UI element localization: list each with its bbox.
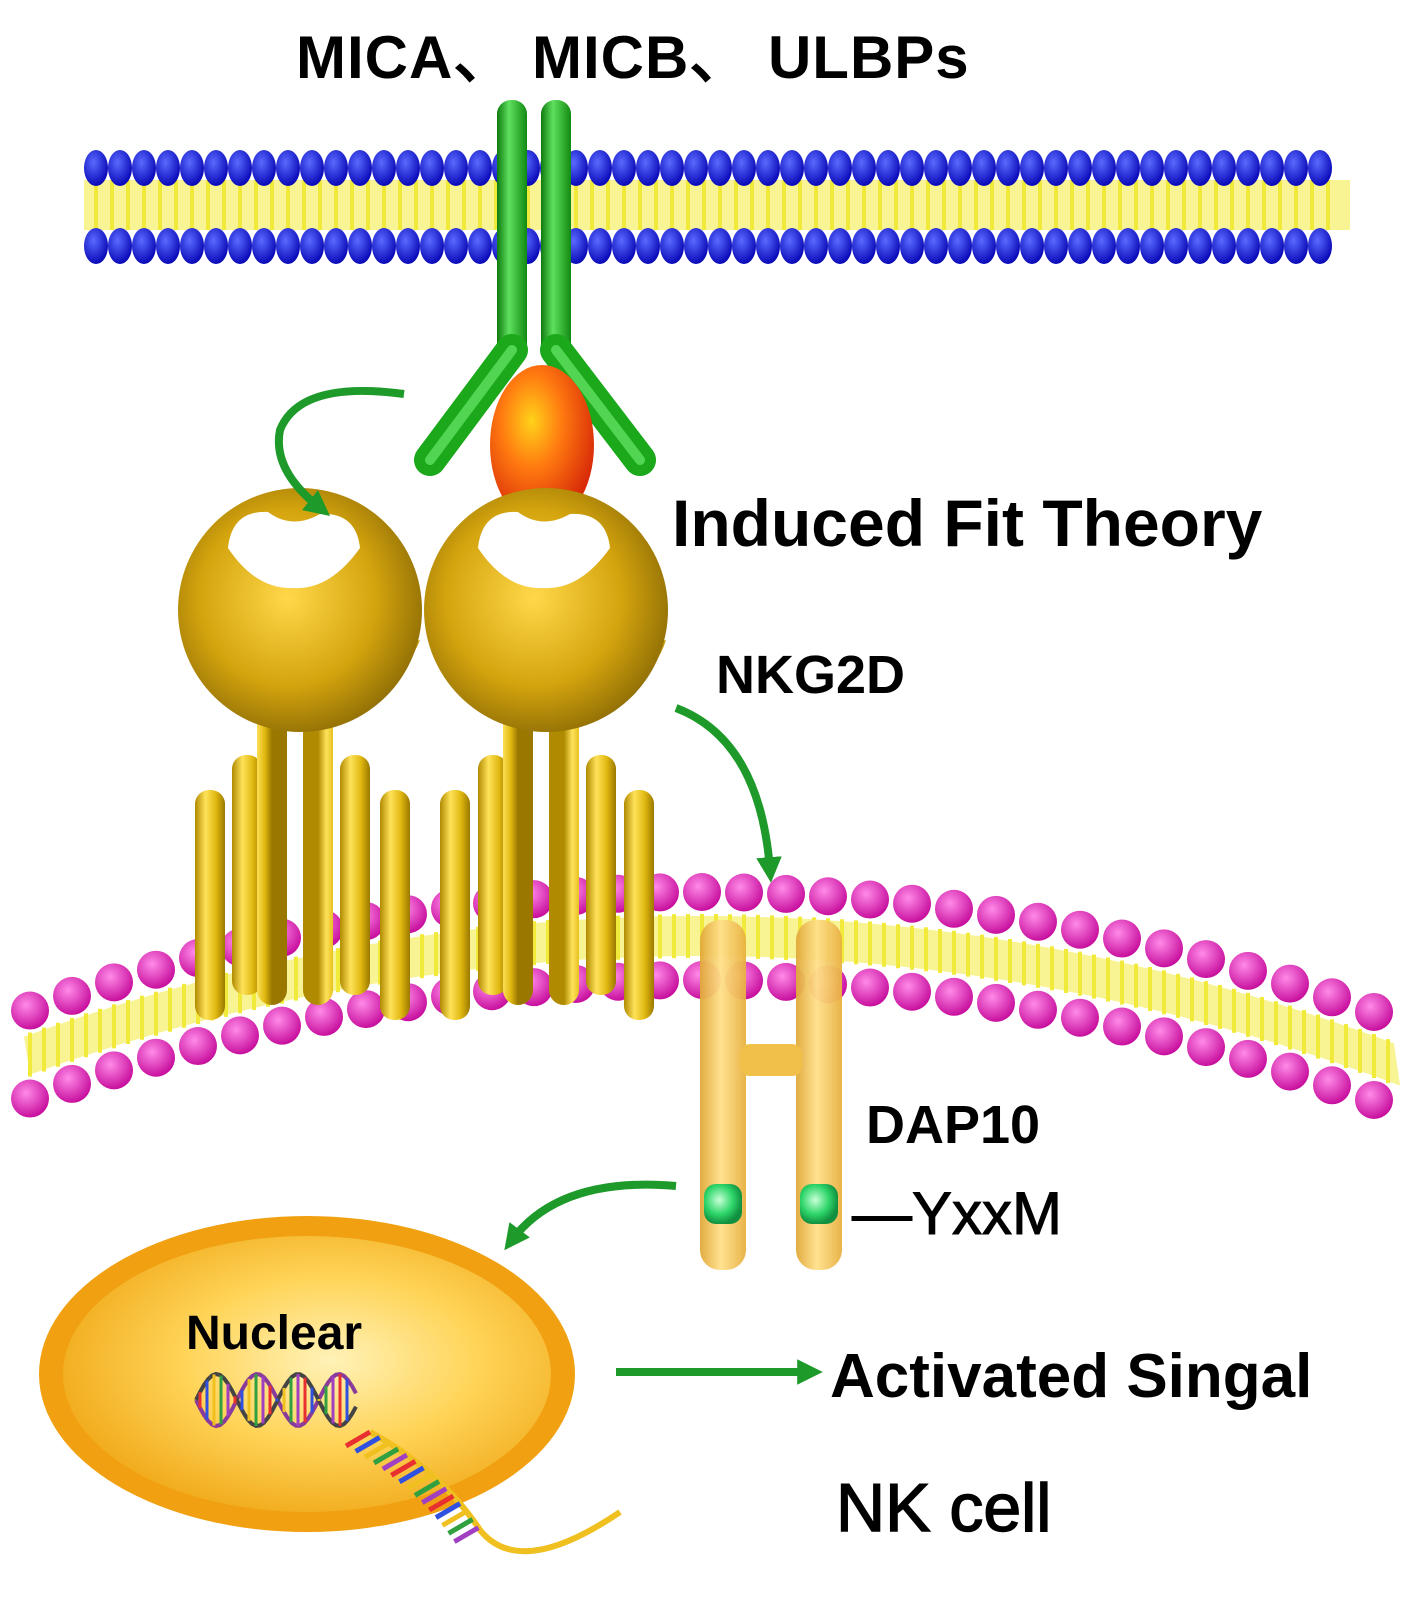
signal-label: Activated Singal (830, 1342, 1313, 1411)
dna-helix-icon (194, 1371, 622, 1555)
nkg2d-receptor-icon (178, 488, 668, 1020)
cell-label: NK cell (835, 1470, 1052, 1546)
dap10-adaptor-icon (700, 920, 842, 1270)
motif-right-icon (800, 1184, 838, 1224)
arrow-receptor-to-adaptor (674, 704, 782, 883)
motif-left-icon (704, 1184, 742, 1224)
motif-label: —YxxM (852, 1180, 1063, 1247)
receptor-label: NKG2D (716, 645, 906, 705)
target-cell-membrane (84, 150, 1350, 264)
nucleus-label: Nuclear (186, 1307, 363, 1360)
theory-label: Induced Fit Theory (672, 486, 1263, 560)
ligands-label: MICA、 MICB、 ULBPs (296, 24, 970, 91)
arrow-adaptor-to-nucleus (504, 1180, 677, 1251)
arrow-ligand-to-receptor (274, 386, 405, 516)
nucleus-icon (39, 1216, 575, 1532)
flow-arrows (274, 386, 823, 1385)
ligand-y-shape-icon (414, 100, 656, 525)
adaptor-label: DAP10 (866, 1095, 1041, 1155)
ligand-head-icon (490, 365, 594, 525)
